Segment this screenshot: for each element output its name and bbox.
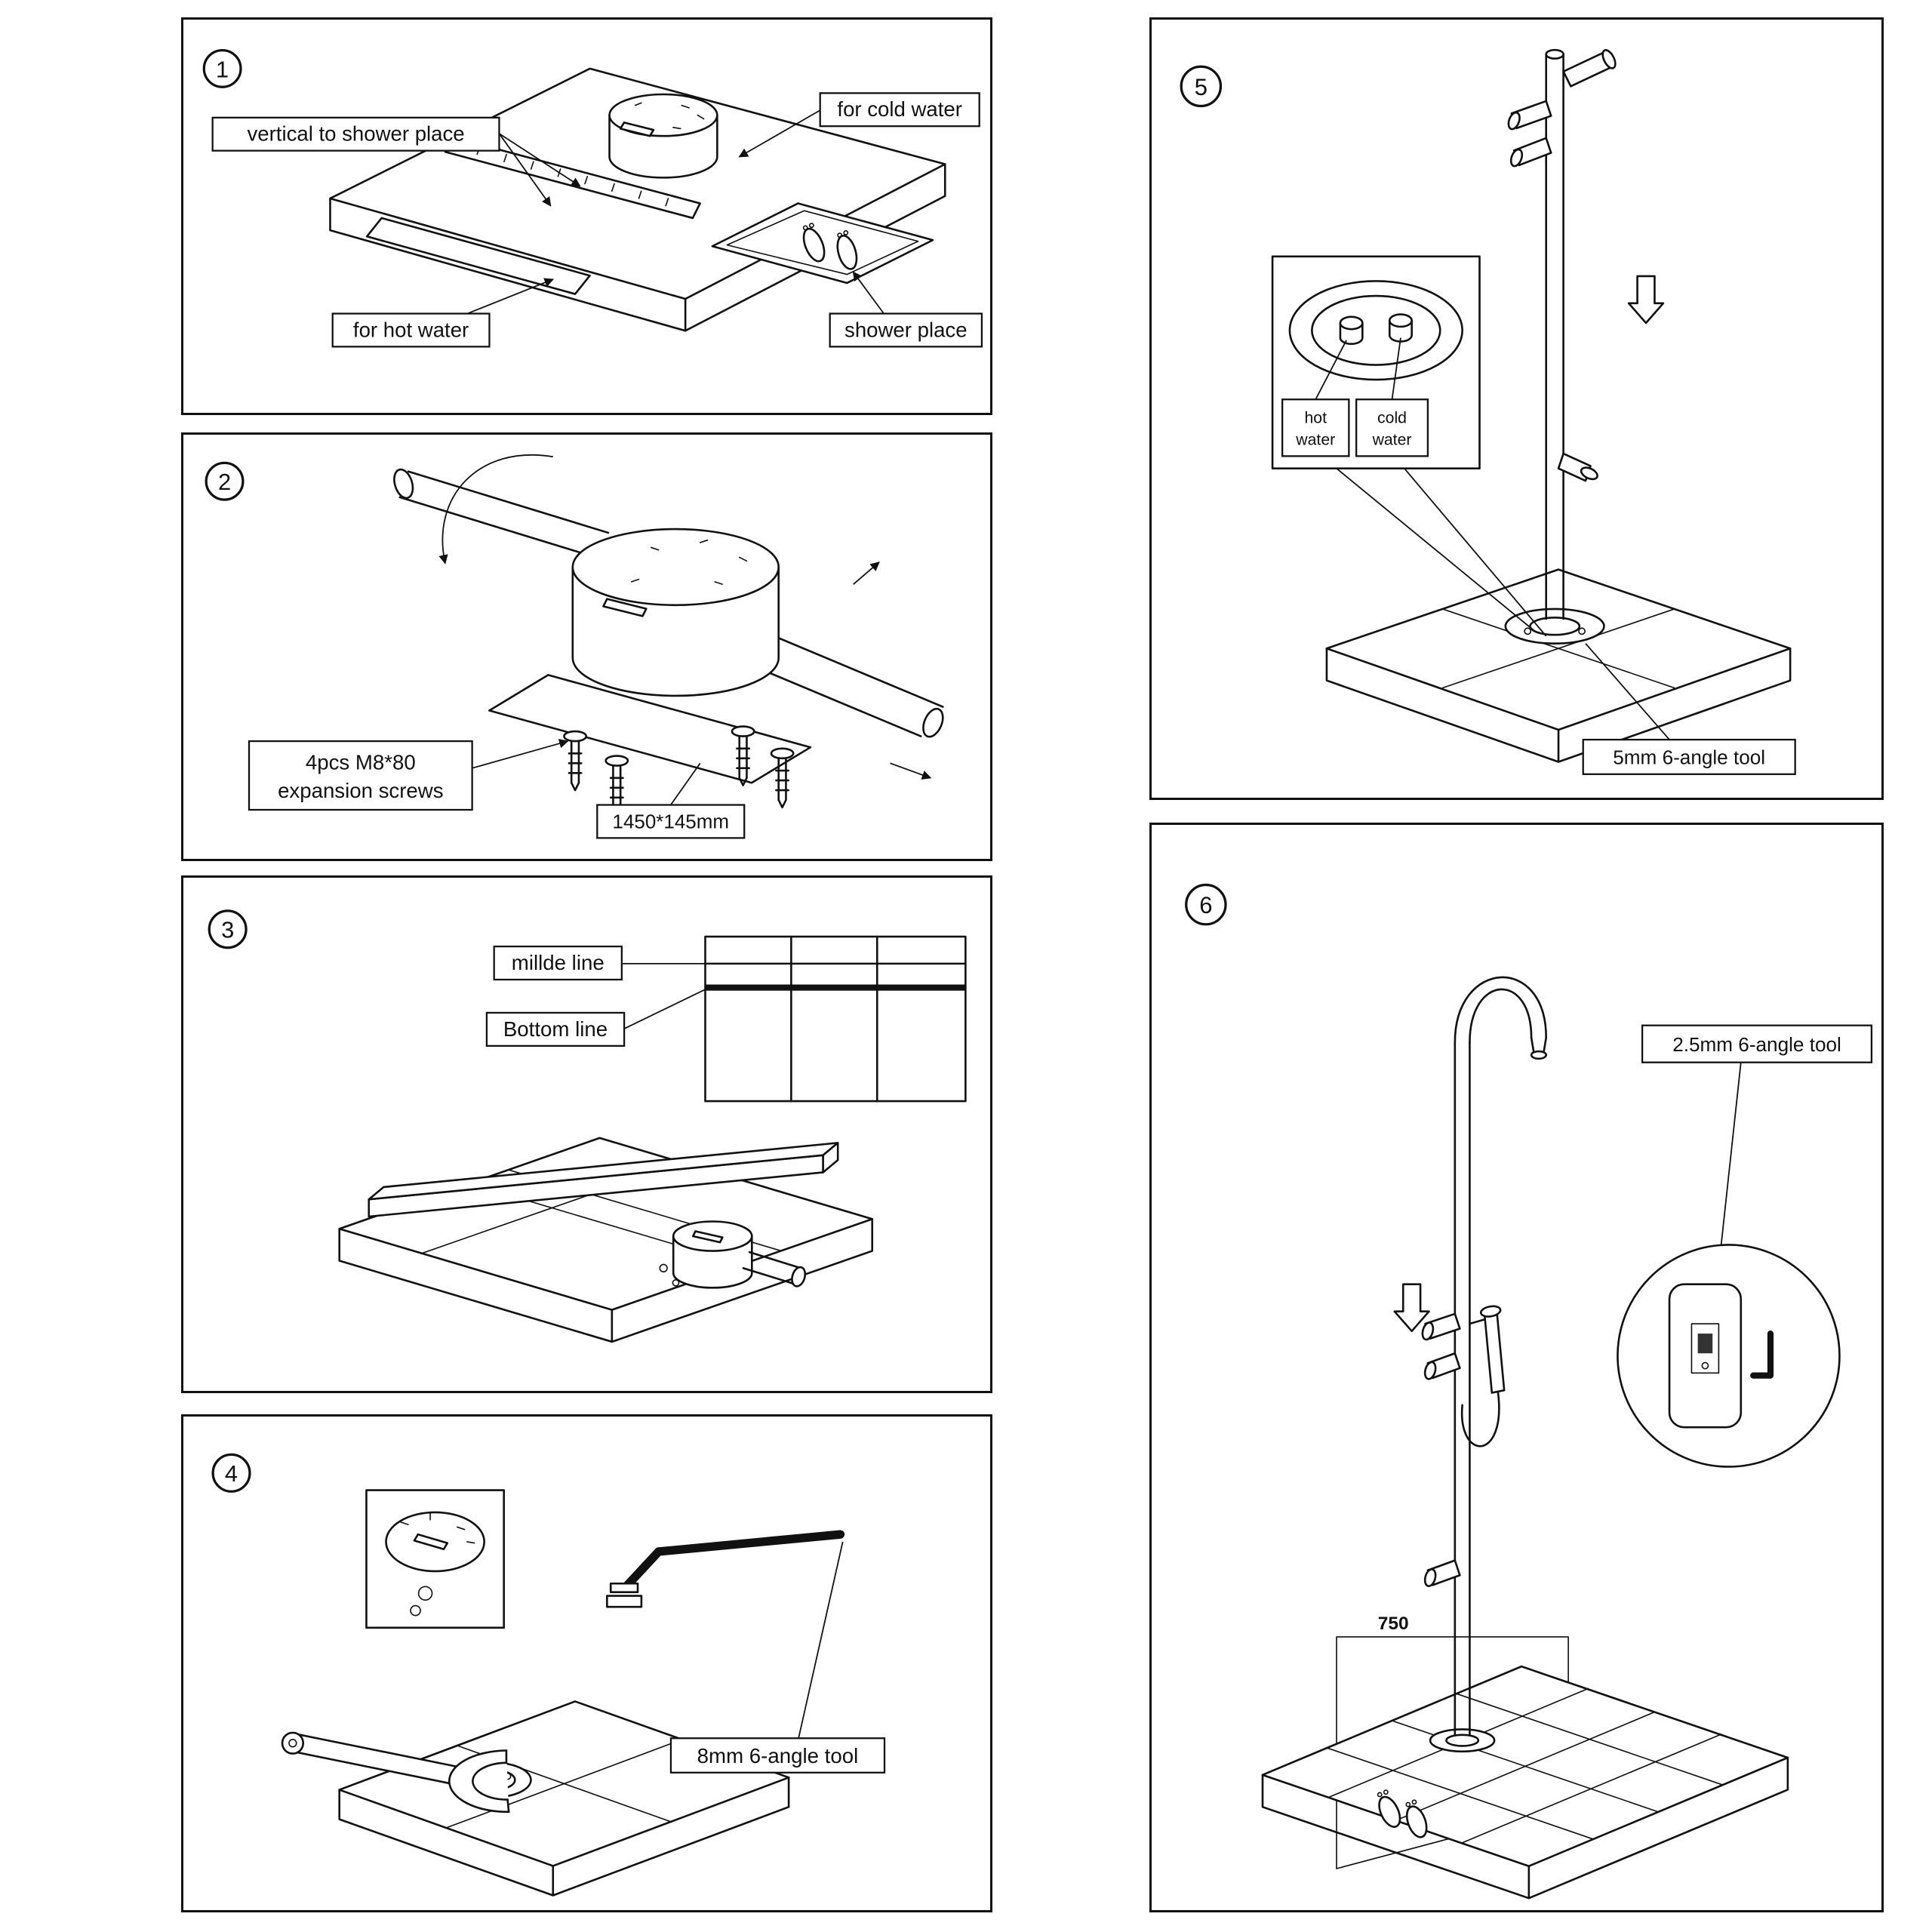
column-flange	[1429, 1728, 1496, 1753]
column-flange	[1504, 608, 1605, 645]
step-6-panel: 6 750	[1149, 823, 1884, 1912]
step-3-number-badge: 3	[208, 909, 248, 949]
pipe-slot	[365, 217, 591, 295]
label-plate-dimension: 1450*145mm	[596, 762, 746, 839]
inlet-detail-inset: hot water cold water	[1271, 255, 1547, 637]
svg-text:for hot water: for hot water	[353, 318, 469, 341]
label-vertical-to-shower-place: vertical to shower place	[211, 116, 581, 207]
left-knob	[1512, 137, 1552, 167]
footprint-icon	[836, 235, 858, 270]
mounting-plate	[488, 674, 812, 784]
down-arrow-icon	[1393, 1283, 1430, 1333]
base-slab-drawing	[1325, 568, 1792, 763]
step-6-number-badge: 6	[1185, 883, 1227, 926]
label-expansion-screws: 4pcs M8*80 expansion screws	[248, 739, 569, 811]
svg-text:6: 6	[1199, 892, 1212, 918]
mixer-base-unit	[608, 93, 718, 179]
svg-text:2: 2	[218, 469, 231, 495]
step-1-number-badge: 1	[202, 48, 242, 88]
label-5mm-tool: 5mm 6-angle tool	[1582, 643, 1796, 775]
label-for-cold-water: for cold water	[738, 92, 980, 158]
tilt-arrow-icon	[853, 561, 880, 585]
step-5-number-badge: 5	[1180, 65, 1223, 108]
hot-water-pipe	[1339, 315, 1364, 346]
svg-text:shower place: shower place	[844, 318, 967, 341]
svg-text:vertical to shower place: vertical to shower place	[247, 122, 464, 146]
svg-text:8mm 6-angle tool: 8mm 6-angle tool	[697, 1744, 859, 1767]
label-8mm-tool: 8mm 6-angle tool	[669, 1541, 886, 1774]
step-4-number-badge: 4	[211, 1453, 251, 1493]
expansion-screws	[563, 725, 795, 816]
label-shower-place: shower place	[829, 271, 983, 348]
shower-column-drawing	[1421, 976, 1548, 1737]
rotate-arrow-icon	[438, 454, 553, 565]
svg-text:4: 4	[225, 1460, 238, 1487]
allen-key-icon	[1750, 1330, 1774, 1379]
svg-text:Bottom line: Bottom line	[503, 1017, 608, 1041]
label-2-5mm-tool: 2.5mm 6-angle tool	[1641, 1024, 1873, 1063]
svg-text:750: 750	[1378, 1614, 1409, 1634]
svg-text:1450*145mm: 1450*145mm	[613, 810, 729, 832]
mixer-base-on-floor	[659, 1220, 807, 1289]
step-5-panel: 5	[1149, 17, 1884, 800]
svg-text:millde line: millde line	[512, 951, 605, 974]
label-hot-water: hot water	[1281, 398, 1350, 457]
base-floor-drawing	[1261, 1665, 1789, 1900]
set-screw-detail	[1697, 1334, 1713, 1354]
svg-text:4pcs M8*80: 4pcs M8*80	[306, 750, 416, 774]
floor-slab-drawing	[338, 1700, 790, 1897]
base-top-view-detail	[365, 1489, 505, 1629]
magnified-detail	[1617, 1062, 1841, 1468]
shower-hose	[1460, 1392, 1500, 1447]
label-for-hot-water: for hot water	[331, 278, 555, 348]
tile-wall-diagram	[704, 935, 967, 1103]
mixer-drum	[571, 528, 780, 697]
step-2-number-badge: 2	[205, 461, 245, 501]
svg-text:1: 1	[216, 56, 229, 82]
svg-text:water: water	[1372, 432, 1412, 449]
left-supply-pipe	[393, 468, 610, 560]
cold-water-pipe	[1388, 313, 1413, 343]
down-arrow-icon	[1627, 275, 1665, 325]
wrench-drawing	[281, 1731, 510, 1814]
svg-text:cold: cold	[1377, 409, 1407, 426]
step-4-panel: 4 8mm 6-angle tool	[181, 1414, 992, 1912]
slide-arrow-icon	[890, 762, 932, 780]
svg-text:5: 5	[1195, 74, 1208, 100]
label-bottom-line: Bottom line	[485, 989, 706, 1048]
svg-text:2.5mm 6-angle tool: 2.5mm 6-angle tool	[1672, 1033, 1841, 1056]
svg-text:water: water	[1295, 432, 1335, 449]
step-2-panel: 2	[181, 432, 992, 861]
footprints-icon	[1377, 1789, 1428, 1838]
svg-text:for cold water: for cold water	[837, 97, 962, 121]
svg-text:hot: hot	[1304, 409, 1327, 426]
svg-text:3: 3	[221, 917, 234, 943]
left-knob	[1510, 100, 1552, 130]
allen-key-drawing	[606, 1530, 845, 1608]
shower-place-plate	[711, 202, 934, 285]
label-cold-water: cold water	[1355, 398, 1429, 457]
spout-tip	[1530, 1050, 1548, 1060]
step-3-panel: 3 millde line Bottom line	[181, 875, 992, 1393]
svg-text:expansion screws: expansion screws	[278, 779, 443, 802]
svg-text:5mm 6-angle tool: 5mm 6-angle tool	[1613, 746, 1765, 769]
straightedge-beam	[368, 1142, 839, 1218]
bottom-line-mark	[705, 984, 966, 991]
step-1-panel: 1 vertical to shower place for cold	[181, 17, 992, 415]
hand-shower	[1460, 1305, 1506, 1447]
shower-column-drawing	[1507, 48, 1617, 620]
label-middle-line: millde line	[493, 945, 706, 981]
